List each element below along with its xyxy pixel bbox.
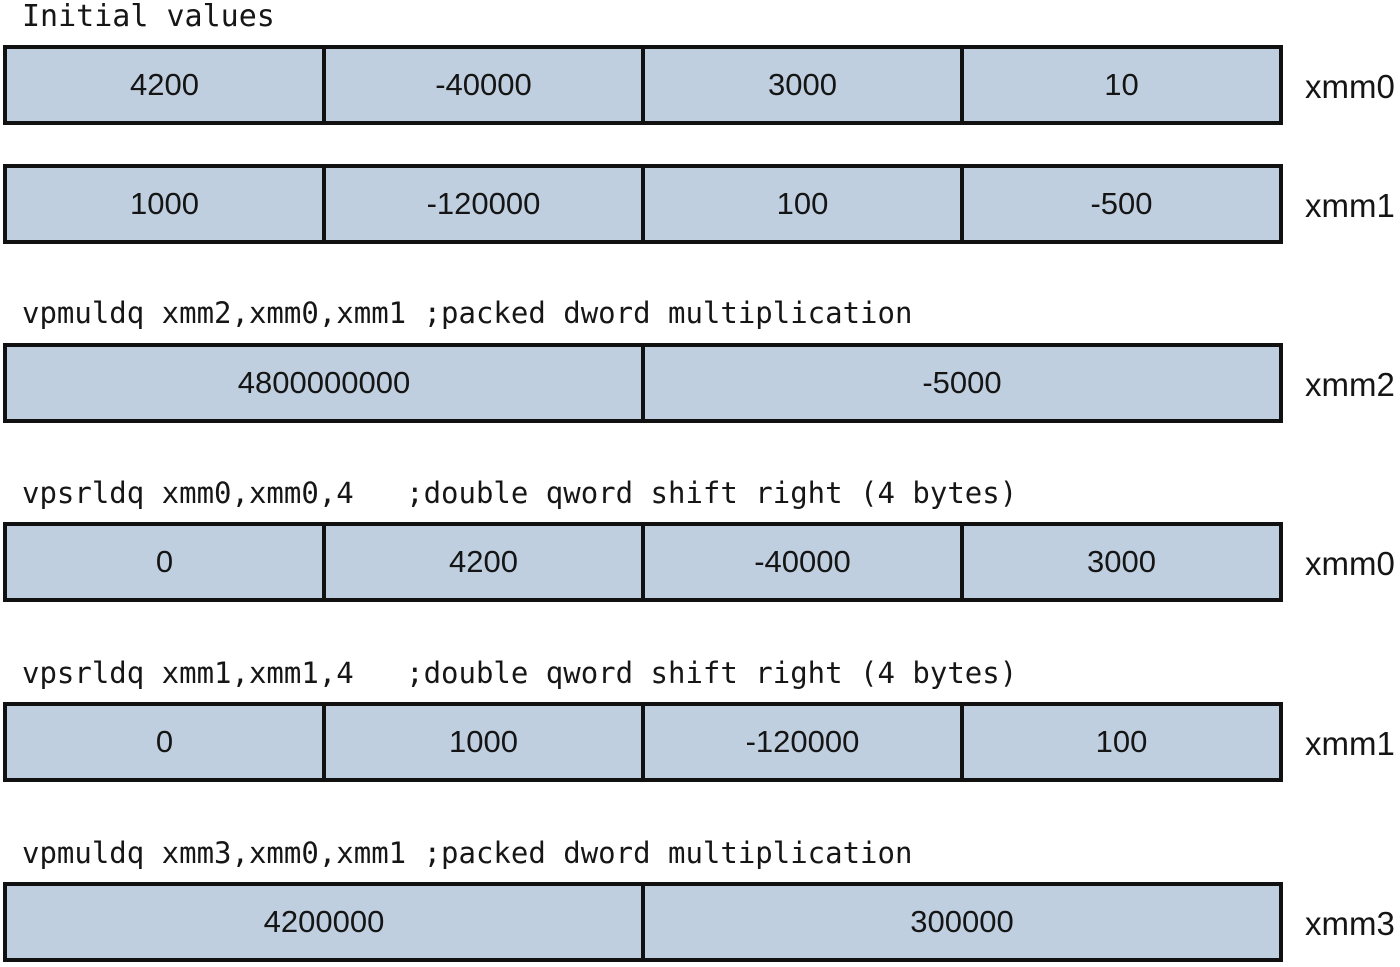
register-cell: 0 <box>7 526 326 598</box>
register-cell: 4800000000 <box>7 347 645 419</box>
register-row-xmm3-result: 4200000 300000 <box>3 882 1283 962</box>
register-cell: 3000 <box>645 49 964 121</box>
register-cell: 1000 <box>7 168 326 240</box>
register-label-xmm1: xmm1 <box>1305 187 1395 224</box>
register-row-xmm0-initial: 4200 -40000 3000 10 <box>3 45 1283 125</box>
register-cell: -500 <box>964 168 1279 240</box>
register-cell: -120000 <box>326 168 645 240</box>
register-cell: -120000 <box>645 706 964 778</box>
instruction-vpmuldq-xmm2: vpmuldq xmm2,xmm0,xmm1 ;packed dword mul… <box>22 296 913 330</box>
register-cell: 0 <box>7 706 326 778</box>
instruction-vpsrldq-xmm1: vpsrldq xmm1,xmm1,4 ;double qword shift … <box>22 656 1018 690</box>
register-label-xmm2: xmm2 <box>1305 366 1395 403</box>
instruction-vpmuldq-xmm3: vpmuldq xmm3,xmm0,xmm1 ;packed dword mul… <box>22 836 913 870</box>
register-cell: -40000 <box>326 49 645 121</box>
register-cell: 1000 <box>326 706 645 778</box>
register-cell: 100 <box>964 706 1279 778</box>
register-cell: 10 <box>964 49 1279 121</box>
register-row-xmm0-shifted: 0 4200 -40000 3000 <box>3 522 1283 602</box>
register-label-xmm0: xmm0 <box>1305 68 1395 105</box>
register-row-xmm2-result: 4800000000 -5000 <box>3 343 1283 423</box>
register-cell: 3000 <box>964 526 1279 598</box>
register-label-xmm3: xmm3 <box>1305 905 1395 942</box>
register-cell: 4200000 <box>7 886 645 958</box>
register-cell: -5000 <box>645 347 1279 419</box>
register-row-xmm1-shifted: 0 1000 -120000 100 <box>3 702 1283 782</box>
register-row-xmm1-initial: 1000 -120000 100 -500 <box>3 164 1283 244</box>
register-label-xmm0-shifted: xmm0 <box>1305 545 1395 582</box>
register-label-xmm1-shifted: xmm1 <box>1305 725 1395 762</box>
instruction-vpsrldq-xmm0: vpsrldq xmm0,xmm0,4 ;double qword shift … <box>22 476 1018 510</box>
diagram-title: Initial values <box>22 0 275 34</box>
register-cell: -40000 <box>645 526 964 598</box>
register-cell: 4200 <box>326 526 645 598</box>
register-cell: 300000 <box>645 886 1279 958</box>
register-cell: 4200 <box>7 49 326 121</box>
register-cell: 100 <box>645 168 964 240</box>
